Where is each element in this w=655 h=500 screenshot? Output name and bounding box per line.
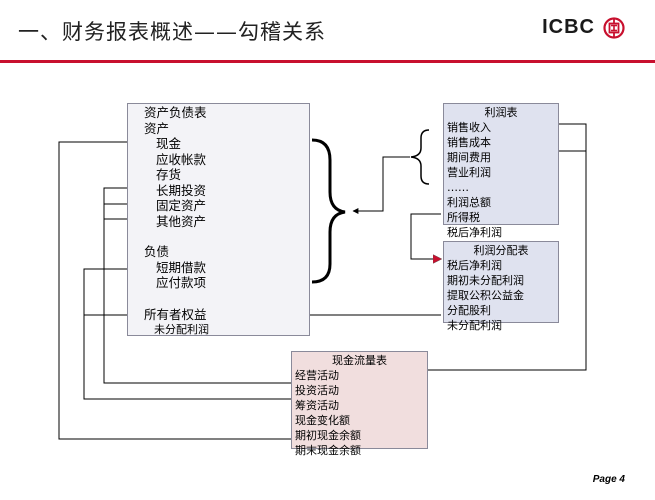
operating-activity-line xyxy=(428,121,587,371)
inventory-item: 存货 xyxy=(156,167,182,182)
cash-flow-title: 现金流量表 xyxy=(332,354,387,367)
opening-retained-earnings-item: 期初未分配利润 xyxy=(447,274,524,287)
page-title: 一、财务报表概述——勾稽关系 xyxy=(18,20,326,44)
income-tax-item: 所得税 xyxy=(447,211,480,224)
icbc-logo-icon xyxy=(603,16,625,39)
logo-text: ICBC xyxy=(542,16,595,38)
opening-cash-item: 期初现金余额 xyxy=(295,429,361,442)
period-expense-item: 期间费用 xyxy=(447,151,491,164)
total-profit-item: 利润总额 xyxy=(447,196,491,209)
liabilities-label: 负债 xyxy=(144,244,170,259)
ellipsis-item: …… xyxy=(447,181,469,194)
balance-sheet-box: 资产负债表 资产 现金 应收帐款 存货 长期投资 固定资产 其他资产 负债 短期… xyxy=(127,103,310,336)
short-term-loans-item: 短期借款 xyxy=(156,259,207,275)
logo: ICBC xyxy=(542,16,625,39)
net-profit-item: 税后净利润 xyxy=(447,226,502,239)
receivables-item: 应收帐款 xyxy=(156,151,207,167)
page-number: Page 4 xyxy=(592,474,625,485)
balance-sheet-brace xyxy=(311,138,346,284)
cash-change-item: 现金变化额 xyxy=(295,414,350,427)
equity-label: 所有者权益 xyxy=(144,306,207,322)
profit-distribution-title: 利润分配表 xyxy=(473,244,529,257)
cash-item: 现金 xyxy=(156,136,182,151)
financing-activity-item: 筹资活动 xyxy=(295,399,339,412)
undistributed-profit-item: 未分配利润 xyxy=(447,319,502,332)
other-assets-item: 其他资产 xyxy=(156,213,207,229)
payables-item: 应付款项 xyxy=(156,275,207,290)
reserve-fund-item: 提取公积公益金 xyxy=(447,289,524,302)
income-statement-brace xyxy=(410,129,430,185)
sales-revenue-item: 销售收入 xyxy=(447,121,491,134)
balance-sheet-title: 资产负债表 xyxy=(144,105,207,120)
title-divider xyxy=(0,60,655,63)
long-term-investment-item: 长期投资 xyxy=(156,182,207,198)
operating-profit-item: 营业利润 xyxy=(447,166,491,179)
ending-cash-line xyxy=(58,139,291,440)
retained-earnings-item: 未分配利润 xyxy=(154,323,209,336)
investing-activity-item: 投资活动 xyxy=(295,384,339,397)
sales-cost-item: 销售成本 xyxy=(447,136,491,149)
profit-distribution-box: 利润分配表 税后净利润 期初未分配利润 提取公积公益金 分配股利 未分配利润 xyxy=(443,241,559,332)
net-profit-arrow xyxy=(410,213,441,259)
cash-flow-box: 现金流量表 经营活动 投资活动 筹资活动 现金变化额 期初现金余额 期末现金余额 xyxy=(291,351,428,457)
distribution-net-profit-item: 税后净利润 xyxy=(447,259,502,272)
ending-cash-item: 期末现金余额 xyxy=(295,444,361,457)
dividends-item: 分配股利 xyxy=(447,304,491,317)
income-statement-title: 利润表 xyxy=(484,106,518,119)
fixed-assets-item: 固定资产 xyxy=(156,198,207,213)
financing-activity-line xyxy=(83,266,291,400)
income-statement-box: 利润表 销售收入 销售成本 期间费用 营业利润 …… 利润总额 所得税 税后净利… xyxy=(443,103,559,239)
assets-label: 资产 xyxy=(144,120,170,136)
income-to-balance-arrow xyxy=(352,156,410,214)
operating-activity-item: 经营活动 xyxy=(295,369,339,382)
